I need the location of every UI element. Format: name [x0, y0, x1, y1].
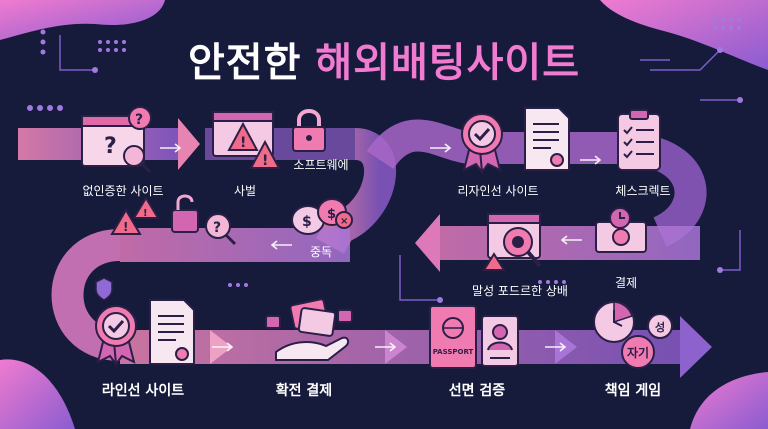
svg-text:!: ! [262, 153, 268, 169]
self-badge-text: 자기 [627, 345, 649, 360]
padlock-icon [292, 109, 326, 152]
label-unlicensed-site: 없인증한 사이트 [82, 184, 164, 198]
corner-blob-bottom-left [0, 359, 75, 429]
license-badge-bottom-icon [95, 305, 137, 367]
corner-blob-top-right [600, 0, 768, 70]
corner-blob-top-left [0, 0, 165, 40]
responsible-gaming-clock-icon [593, 301, 635, 343]
self-badge-gear-icon: 자기 [621, 335, 655, 369]
license-document-bottom-icon [149, 299, 195, 365]
svg-text:$: $ [302, 214, 312, 230]
label-malicious-sports: 말성 포드르한 상배 [472, 284, 568, 298]
malicious-magnifier-icon [482, 213, 542, 271]
secure-payment-hand-icon [265, 298, 353, 361]
unlicensed-site-icon: ? ? [81, 106, 152, 174]
s-badge-gear-icon: 성 [647, 313, 673, 339]
title-part-safe: 안전한 [187, 40, 302, 86]
label-software: 소프트웨에 [293, 158, 349, 172]
checklist-clipboard-icon [617, 109, 661, 171]
svg-text:?: ? [104, 134, 117, 159]
label-licensed-site: 라인선 사이트 [101, 383, 185, 399]
svg-text:$: $ [327, 207, 336, 222]
page-title: 안전한 해외배팅사이트 [0, 30, 768, 88]
label-checklist: 체스크렉트 [615, 184, 671, 198]
label-identity-verification: 선면 검증 [448, 383, 506, 399]
label-responsible-gaming: 책임 게임 [604, 383, 662, 399]
license-badge-top-icon [461, 113, 503, 175]
label-poisoning: 중독 [309, 245, 333, 259]
svg-text:!: ! [143, 208, 148, 219]
passport-icon: PASSPORT [429, 305, 477, 369]
id-card-icon [481, 315, 519, 367]
label-payment: 결제 [614, 276, 638, 290]
corner-blob-bottom-right [690, 372, 768, 429]
shield-icon [95, 277, 113, 301]
license-document-icon [524, 107, 570, 171]
fraud-warning-icon: ! ! [212, 111, 281, 169]
svg-text:!: ! [240, 135, 246, 151]
title-part-sites: 해외배팅사이트 [315, 40, 580, 86]
s-badge-text: 성 [655, 320, 665, 334]
flow-arrows [160, 143, 602, 352]
label-secure-payment: 확전 결제 [275, 383, 333, 399]
circuit-dots [27, 18, 743, 303]
passport-badge-text: PASSPORT [433, 348, 474, 356]
money-bags-icon: $ $ × [291, 198, 353, 235]
broken-lock-icon: ! ! ? [110, 194, 237, 246]
flow-path [18, 118, 712, 378]
label-license-site-top: 리자인선 사이트 [457, 184, 539, 198]
label-fraud: 사벌 [233, 184, 257, 198]
circuit-lines [59, 35, 741, 301]
payment-cash-icon [595, 207, 647, 253]
svg-text:?: ? [213, 220, 221, 236]
svg-text:×: × [340, 216, 348, 227]
svg-text:!: ! [123, 220, 128, 234]
svg-text:?: ? [135, 112, 143, 128]
